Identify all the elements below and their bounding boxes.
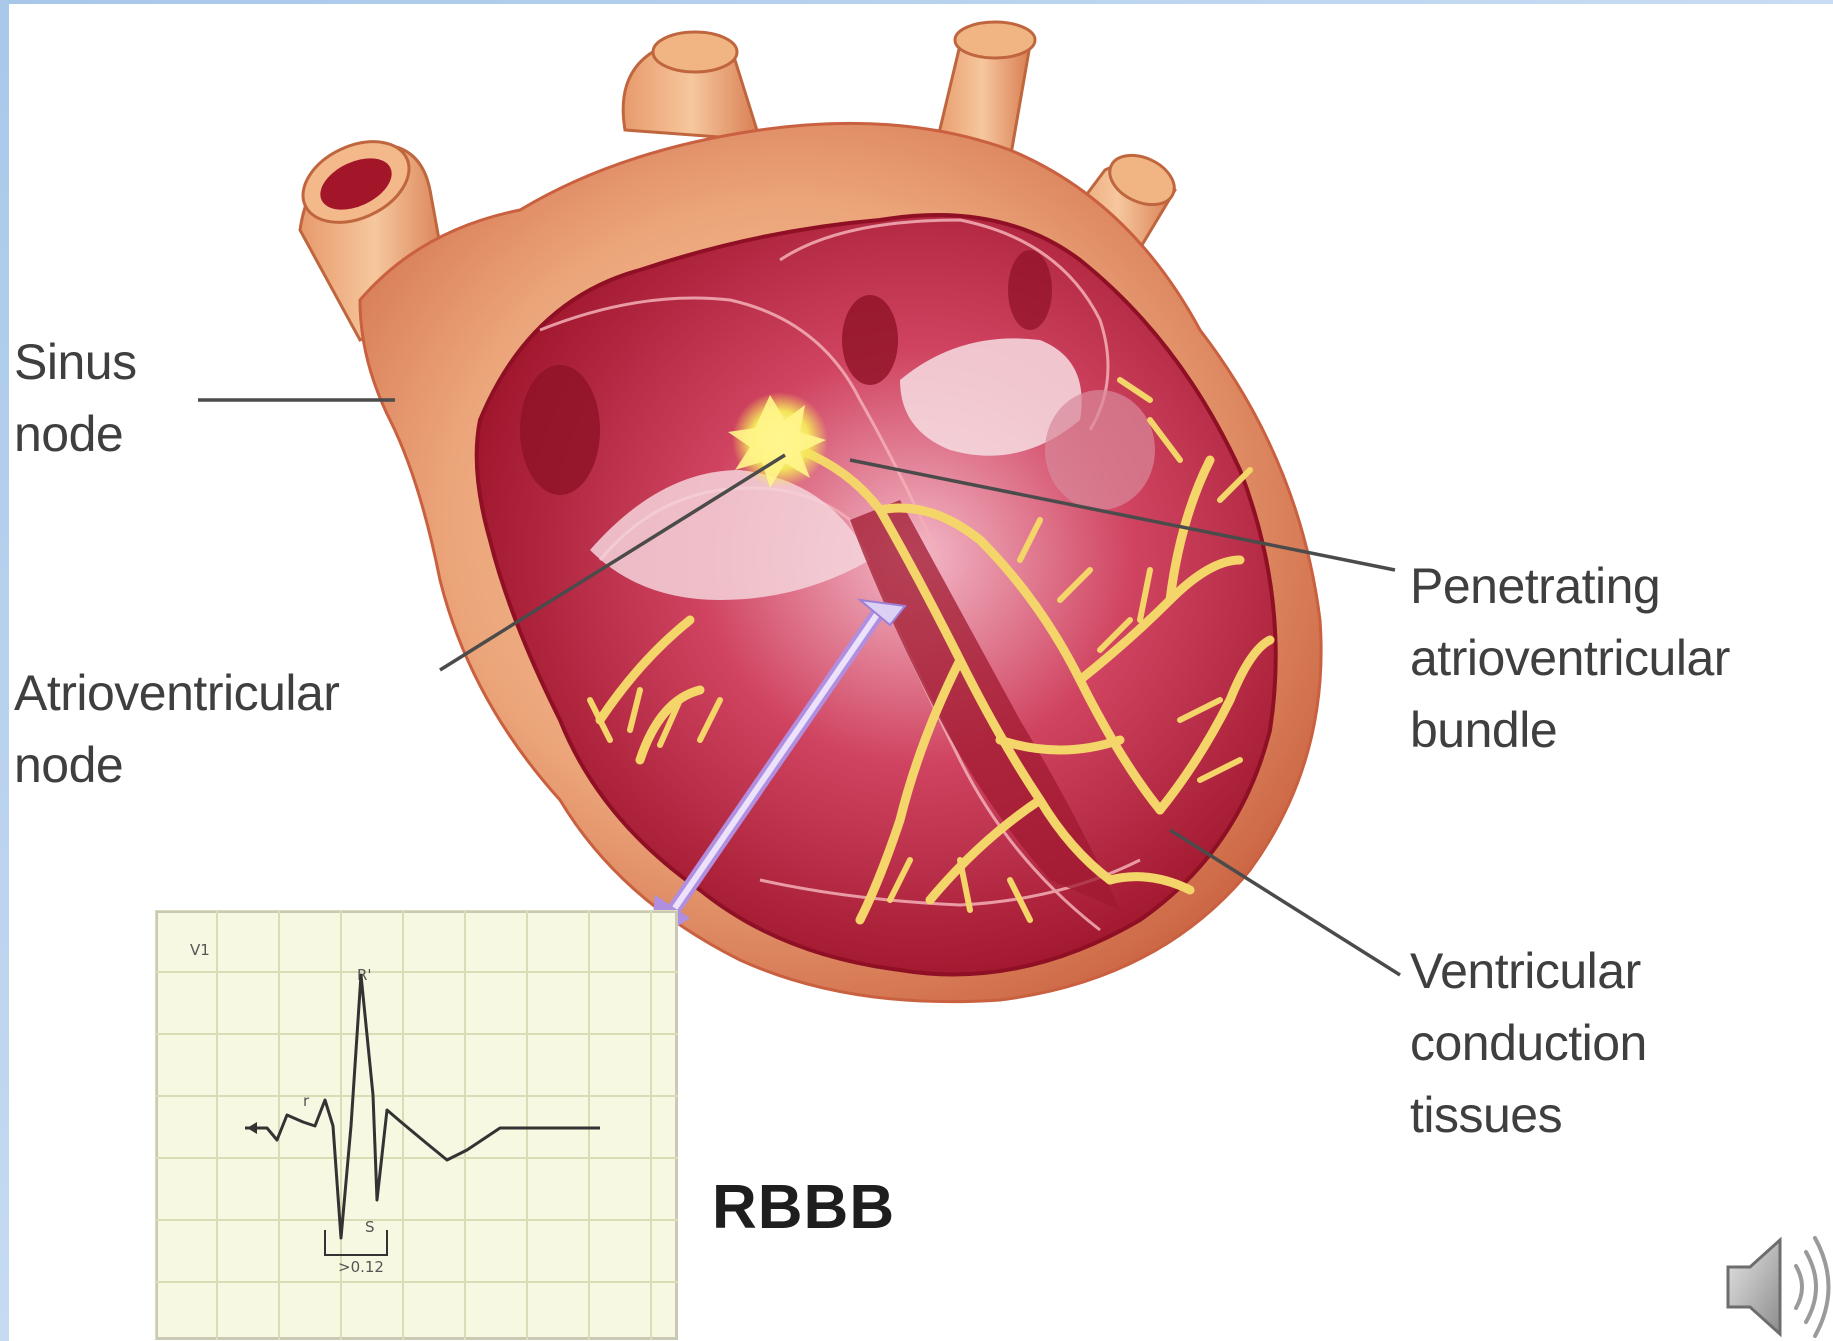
ecg-r-label: r <box>303 1092 310 1110</box>
label-ventricular-tissues: Ventricular conduction tissues <box>1410 935 1647 1151</box>
label-rbbb: RBBB <box>712 1172 895 1243</box>
label-atrioventricular-node: Atrioventricular node <box>14 657 339 801</box>
ecg-strip: V1 r R' S >0.12 <box>155 910 678 1340</box>
label-sinus-node: Sinus node <box>14 326 137 470</box>
ecg-lead-label: V1 <box>190 941 210 959</box>
label-penetrating-bundle: Penetrating atrioventricular bundle <box>1410 550 1730 766</box>
speaker-icon[interactable] <box>1718 1222 1833 1341</box>
ecg-interval-label: >0.12 <box>338 1258 384 1276</box>
ecg-s-label: S <box>365 1218 375 1236</box>
